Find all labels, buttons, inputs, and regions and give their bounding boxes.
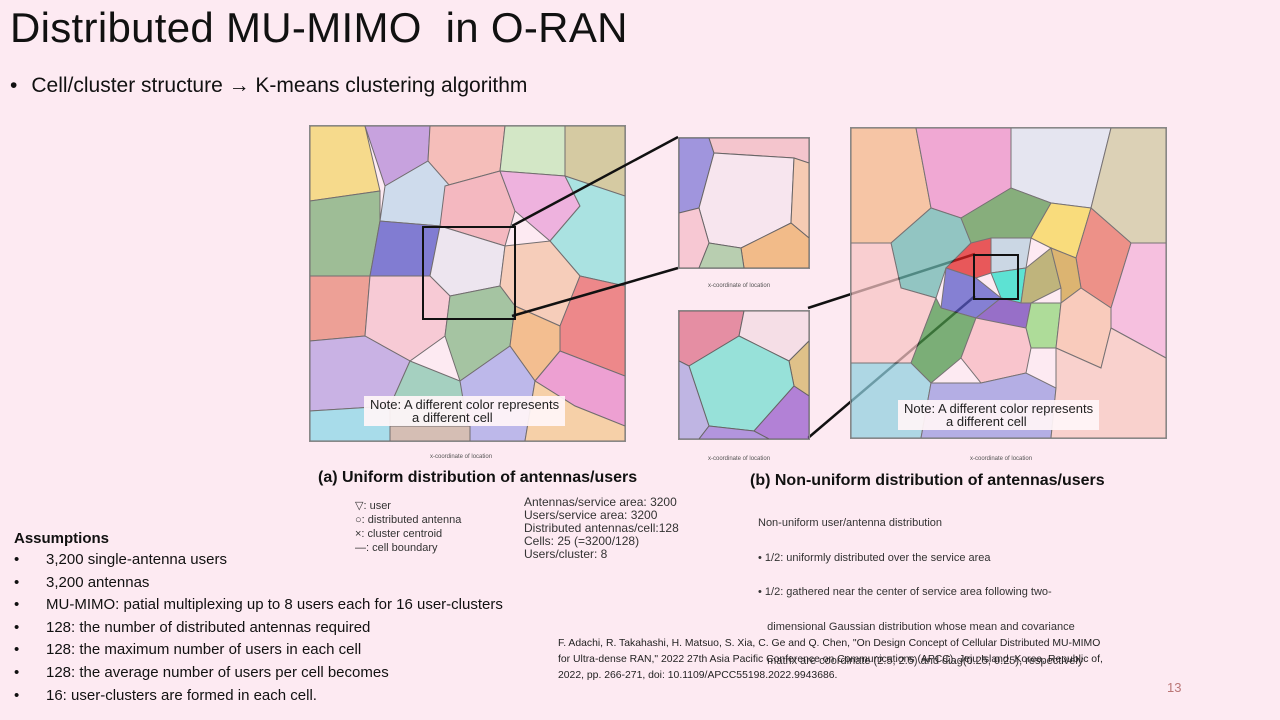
param-users: Users/service area: 3200 bbox=[524, 508, 658, 522]
figure-a-params: Antennas/service area: 3200 Users/servic… bbox=[524, 496, 679, 561]
figure-a-note: Note: A different color represents a dif… bbox=[364, 396, 566, 426]
desc-line-2: • 1/2: uniformly distributed over the se… bbox=[758, 551, 991, 564]
figure-b-note: Note: A different color represents a dif… bbox=[898, 400, 1100, 430]
legend-user: ▽: user bbox=[355, 500, 391, 512]
param-cells: Cells: 25 (=3200/128) bbox=[524, 534, 640, 548]
reference-line-3: 2022, pp. 266-271, doi: 10.1109/APCC5519… bbox=[558, 670, 838, 681]
param-antennas-per-cell: Distributed antennas/cell:128 bbox=[524, 521, 679, 535]
assumptions-section: Assumptions 3,200 single-antenna users 3… bbox=[14, 530, 503, 707]
param-users-per-cluster: Users/cluster: 8 bbox=[524, 547, 608, 561]
figure-b-zoom-region bbox=[973, 254, 1019, 300]
assumption-item: 128: the average number of users per cel… bbox=[14, 662, 503, 685]
legend-distributed-antenna: ○: distributed antenna bbox=[355, 514, 462, 526]
assumption-item: 128: the number of distributed antennas … bbox=[14, 617, 503, 640]
desc-line-1: Non-uniform user/antenna distribution bbox=[758, 517, 943, 529]
figure-b-xlabel: x-coordinate of location bbox=[970, 456, 1033, 462]
figure-a-inset-plot bbox=[678, 137, 810, 269]
desc-line-3: • 1/2: gathered near the center of servi… bbox=[758, 586, 1052, 598]
legend-cluster-centroid: ×: cluster centroid bbox=[355, 528, 443, 540]
page-number: 13 bbox=[1167, 680, 1182, 695]
desc-line-4: dimensional Gaussian distribution whose … bbox=[758, 620, 1075, 633]
figure-b-caption: (b) Non-uniform distribution of antennas… bbox=[750, 472, 1105, 489]
assumption-item: 3,200 antennas bbox=[14, 572, 503, 595]
main-bullet-text: Cell/cluster structure → K-means cluster… bbox=[31, 74, 528, 97]
figure-a-inset-xlabel: x-coordinate of location bbox=[708, 283, 771, 289]
desc-line-5: matrix are coordinate (2.5, 2.5) and dia… bbox=[758, 655, 1084, 667]
figure-a-note-line1: Note: A different color represents bbox=[370, 397, 560, 412]
main-bullet: • Cell/cluster structure → K-means cluste… bbox=[10, 74, 527, 98]
slide-title: Distributed MU-MIMO in O-RAN bbox=[10, 4, 628, 51]
param-antennas: Antennas/service area: 3200 bbox=[524, 495, 677, 509]
figure-b-inset-xlabel: x-coordinate of location bbox=[708, 456, 771, 462]
figure-b-inset-plot bbox=[678, 310, 810, 440]
figure-a-zoom-region bbox=[422, 226, 516, 320]
figure-b-note-line2: a different cell bbox=[946, 414, 1027, 429]
figure-a-xlabel: x-coordinate of location bbox=[430, 454, 493, 460]
figure-a-caption: (a) Uniform distribution of antennas/use… bbox=[318, 469, 638, 486]
bullet-dot: • bbox=[10, 74, 18, 97]
assumption-item: 16: user-clusters are formed in each cel… bbox=[14, 685, 503, 708]
figure-b-voronoi-plot bbox=[850, 127, 1167, 439]
figure-b-note-line1: Note: A different color represents bbox=[904, 401, 1094, 416]
assumption-item: 3,200 single-antenna users bbox=[14, 549, 503, 572]
assumptions-list: 3,200 single-antenna users 3,200 antenna… bbox=[14, 549, 503, 707]
figure-b-description: Non-uniform user/antenna distribution • … bbox=[758, 495, 1083, 679]
reference-line-2: for Ultra-dense RAN," 2022 27th Asia Pac… bbox=[558, 654, 1103, 665]
reference-line-1: F. Adachi, R. Takahashi, H. Matsuo, S. X… bbox=[558, 638, 1101, 649]
assumptions-heading: Assumptions bbox=[14, 530, 110, 547]
figure-b-cells bbox=[851, 128, 1166, 438]
reference-citation: F. Adachi, R. Takahashi, H. Matsuo, S. X… bbox=[558, 636, 1198, 684]
assumption-item: 128: the maximum number of users in each… bbox=[14, 639, 503, 662]
figure-a-note-line2: a different cell bbox=[412, 410, 493, 425]
assumption-item: MU-MIMO: patial multiplexing up to 8 use… bbox=[14, 594, 503, 617]
